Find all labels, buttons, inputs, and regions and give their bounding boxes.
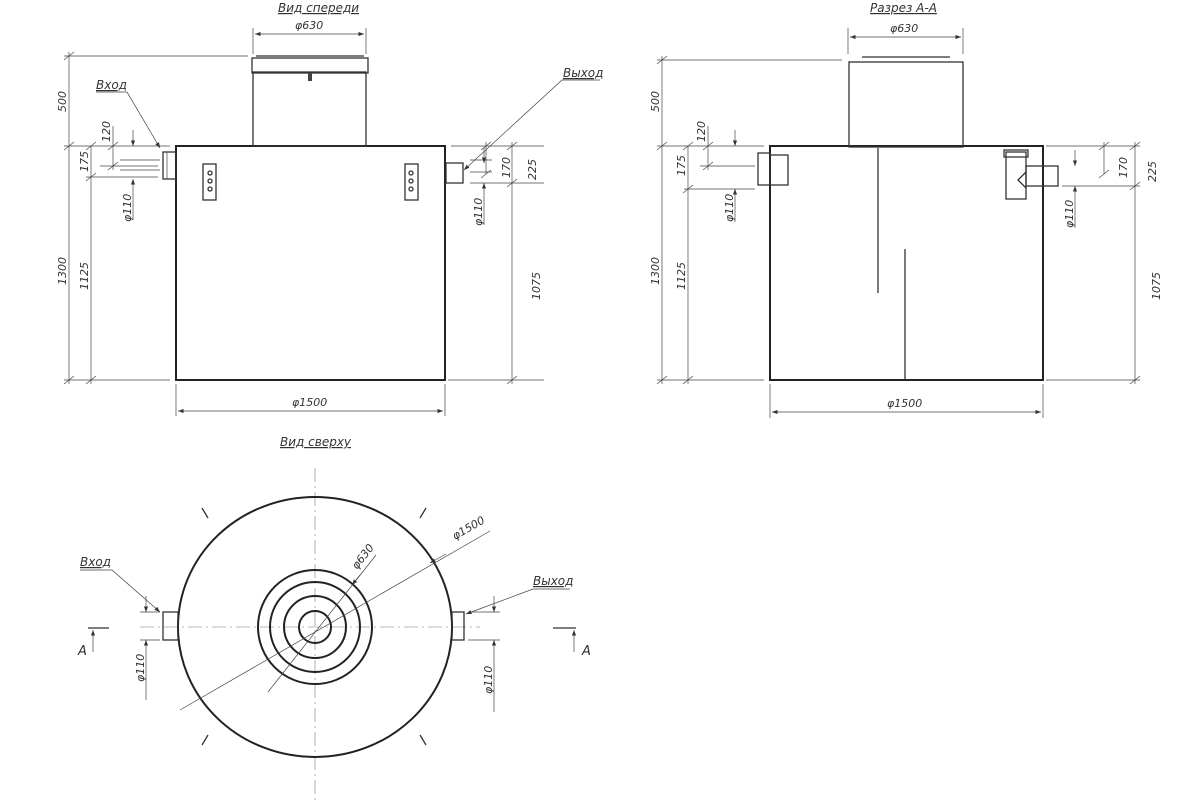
dim-inlet-top: 175	[78, 151, 91, 172]
dim-outlet-top: 225	[1146, 161, 1159, 182]
dim-outlet-h: 1075	[530, 272, 543, 300]
lifting-bracket	[202, 163, 217, 201]
tank-section	[769, 145, 1044, 381]
dim-inlet-offset: 120	[100, 121, 113, 142]
dim-outlet-pipe: φ110	[1063, 200, 1076, 228]
top-inlet-label: Вход	[80, 555, 111, 569]
dim-inlet-pipe: φ110	[121, 194, 134, 222]
dim-inlet-h: 1125	[78, 262, 91, 290]
riser-outline	[257, 569, 373, 685]
section-mark-label: А	[77, 644, 87, 659]
section-view: Разрез А-А φ630 φ1500 500 1300 1125 175 …	[649, 1, 1163, 418]
section-mark-left: А	[77, 627, 109, 659]
dim-top-tank-dia: φ1500	[450, 514, 487, 543]
dim-outlet-pipe: φ110	[472, 198, 485, 226]
dim-riser-dia: φ630	[890, 22, 918, 35]
riser	[848, 61, 964, 148]
riser	[252, 71, 367, 147]
dim-tank-dia: φ1500	[887, 397, 922, 410]
dim-tank-dia: φ1500	[292, 396, 327, 409]
dim-riser-dia: φ630	[295, 19, 323, 32]
dim-top-riser-dia: φ630	[349, 542, 377, 572]
outlet-label: Выход	[563, 66, 603, 80]
dim-top-outlet-pipe: φ110	[482, 666, 495, 694]
dim-inlet-offset: 120	[695, 121, 708, 142]
dim-inlet-h: 1125	[675, 262, 688, 290]
inlet-label: Вход	[96, 78, 127, 92]
section-view-title: Разрез А-А	[870, 1, 937, 15]
dim-outlet-offset: 170	[500, 157, 513, 178]
dim-total-h: 1300	[56, 257, 69, 285]
outlet-pipe	[451, 611, 465, 641]
top-view-title: Вид сверху	[280, 435, 352, 449]
front-view-title: Вид спереди	[278, 1, 359, 15]
dim-outlet-h: 1075	[1150, 272, 1163, 300]
dim-inlet-pipe: φ110	[723, 194, 736, 222]
section-mark-label: А	[581, 644, 591, 659]
outlet-pipe	[1025, 165, 1059, 187]
top-view: Вид сверху φ1500 φ630 Вход φ110 Выход φ1…	[77, 435, 591, 800]
front-view: Вид спереди φ630 φ1500 500 1300 1125 175…	[56, 1, 603, 416]
dim-riser-h: 500	[56, 91, 69, 112]
outlet-pipe	[445, 162, 464, 184]
inlet-pipe	[162, 611, 179, 641]
inlet-pipe	[162, 151, 177, 180]
dim-riser-h: 500	[649, 91, 662, 112]
inlet-pipe	[757, 152, 771, 186]
dim-inlet-top: 175	[675, 155, 688, 176]
riser-lid	[251, 57, 369, 74]
dim-total-h: 1300	[649, 257, 662, 285]
section-mark-right: А	[553, 627, 591, 659]
top-outlet-label: Выход	[533, 574, 573, 588]
dim-outlet-offset: 170	[1117, 157, 1130, 178]
dim-top-inlet-pipe: φ110	[134, 654, 147, 682]
dim-outlet-top: 225	[526, 159, 539, 180]
lifting-bracket	[404, 163, 419, 201]
lid-lock	[308, 73, 312, 81]
